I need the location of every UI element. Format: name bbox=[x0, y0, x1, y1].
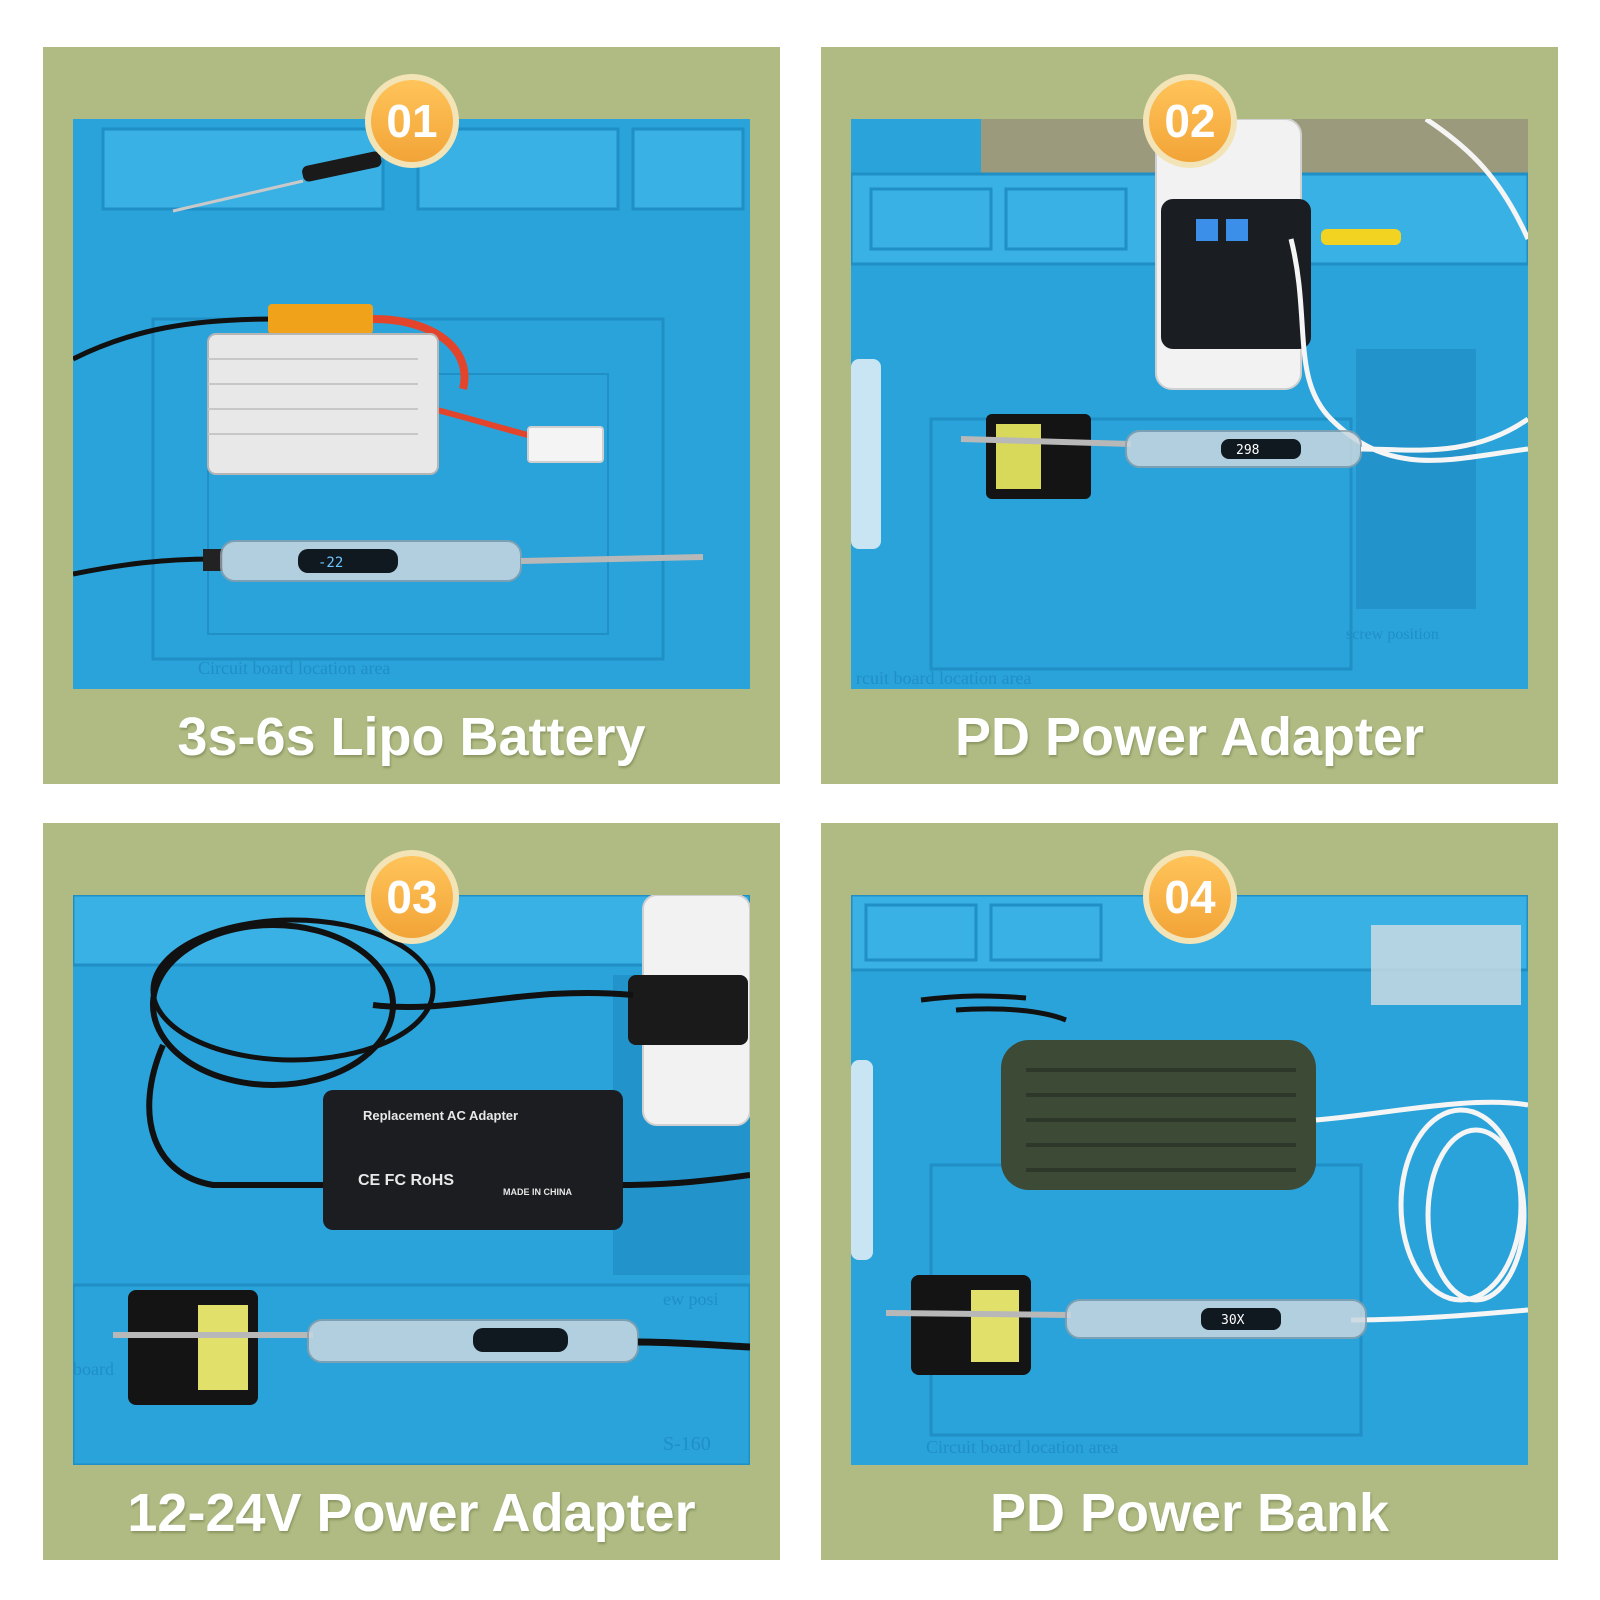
mat-label: screw position bbox=[1346, 626, 1439, 643]
step-badge: 03 bbox=[365, 850, 459, 944]
iron-display: 298 bbox=[1236, 443, 1259, 458]
card-caption: PD Power Adapter bbox=[954, 706, 1425, 767]
card-caption: 12-24V Power Adapter bbox=[127, 1482, 696, 1543]
svg-text:-22: -22 bbox=[318, 555, 343, 571]
adapter-origin: MADE IN CHINA bbox=[503, 1187, 572, 1197]
card-caption: 3s-6s Lipo Battery bbox=[177, 706, 646, 767]
photo-12-24v-power-adapter: Replacement AC Adapter CE FC RoHS MADE I… bbox=[73, 895, 750, 1465]
ac-adapter-scene: Replacement AC Adapter CE FC RoHS MADE I… bbox=[73, 895, 750, 1465]
lipo-battery-scene: -22 Circuit board location area bbox=[73, 119, 750, 689]
card-lipo-battery: -22 Circuit board location area 01 3s-6s… bbox=[43, 47, 780, 784]
step-number: 01 bbox=[371, 80, 453, 162]
step-number: 03 bbox=[371, 856, 453, 938]
mat-label: Circuit board location area bbox=[926, 1437, 1118, 1457]
photo-lipo-battery: -22 Circuit board location area bbox=[73, 119, 750, 689]
power-bank-scene: 30X Circuit board location area bbox=[851, 895, 1528, 1465]
step-number: 02 bbox=[1149, 80, 1231, 162]
adapter-label: Replacement AC Adapter bbox=[363, 1108, 518, 1123]
iron-display: 30X bbox=[1221, 1313, 1245, 1328]
card-pd-power-adapter: 298 rcuit board location area screw posi… bbox=[821, 47, 1558, 784]
mat-label: rcuit board location area bbox=[856, 668, 1031, 688]
mat-label: S-160 bbox=[663, 1433, 711, 1455]
card-12-24v-power-adapter: Replacement AC Adapter CE FC RoHS MADE I… bbox=[43, 823, 780, 1560]
card-caption: PD Power Bank bbox=[989, 1482, 1390, 1543]
mat-label: ew posi bbox=[663, 1289, 719, 1309]
mat-label: board bbox=[73, 1359, 114, 1379]
step-number: 04 bbox=[1149, 856, 1231, 938]
card-pd-power-bank: 30X Circuit board location area 04 PD Po… bbox=[821, 823, 1558, 1560]
photo-pd-power-adapter: 298 rcuit board location area screw posi… bbox=[851, 119, 1528, 689]
mat-label: Circuit board location area bbox=[198, 658, 390, 678]
step-badge: 04 bbox=[1143, 850, 1237, 944]
step-badge: 01 bbox=[365, 74, 459, 168]
pd-adapter-scene: 298 rcuit board location area screw posi… bbox=[851, 119, 1528, 689]
adapter-marks: CE FC RoHS bbox=[358, 1172, 454, 1189]
photo-pd-power-bank: 30X Circuit board location area bbox=[851, 895, 1528, 1465]
step-badge: 02 bbox=[1143, 74, 1237, 168]
